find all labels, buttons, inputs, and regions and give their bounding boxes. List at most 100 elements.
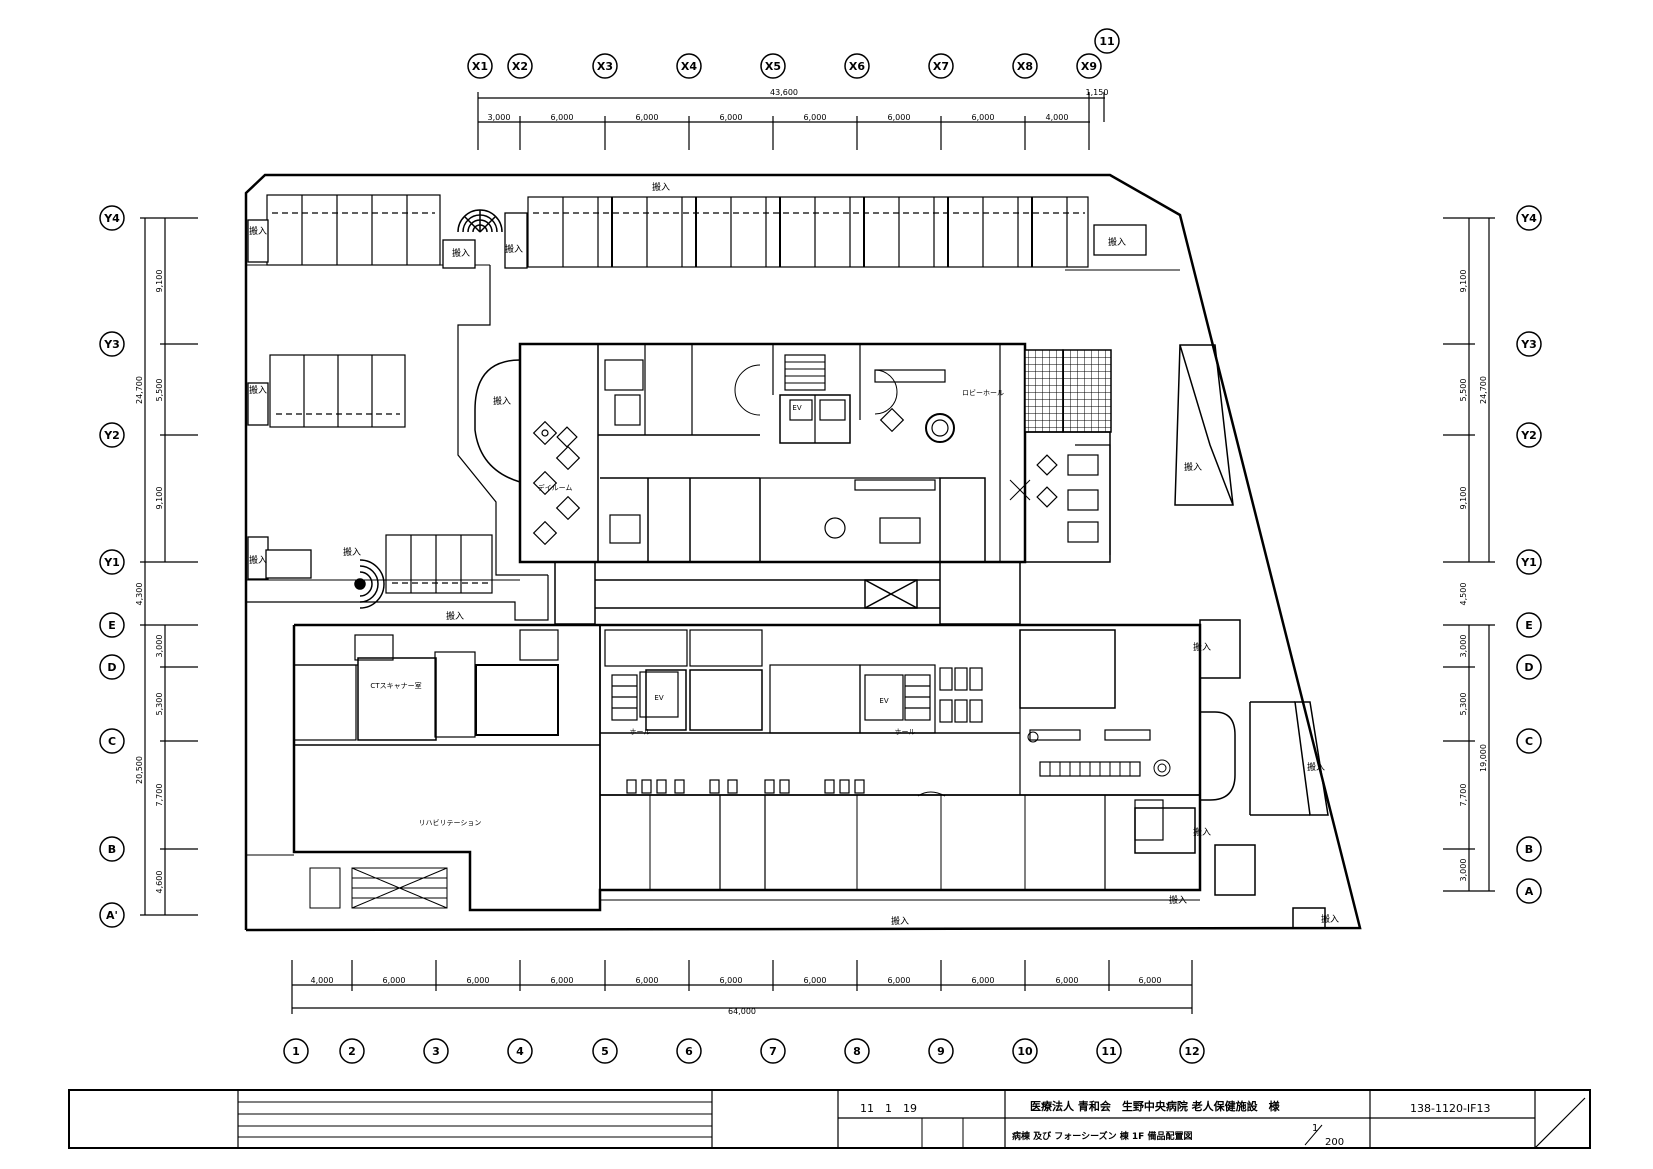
grid-bubble xyxy=(1179,1038,1205,1064)
label-dayroom: デイルーム xyxy=(538,483,573,492)
label-hannyu: 搬入 xyxy=(1193,641,1211,653)
grid-label-d-right: D xyxy=(1524,661,1533,674)
title-client: 医療法人 青和会 生野中央病院 老人保健施設 様 xyxy=(1030,1099,1281,1113)
grid-label-2: 2 xyxy=(348,1045,356,1058)
grid-bubble xyxy=(283,1038,309,1064)
grid-label-6: 6 xyxy=(685,1045,693,1058)
grid-bubble xyxy=(1516,878,1542,904)
grid-label-x1: X1 xyxy=(472,60,488,73)
entrance-canopy xyxy=(1200,711,1236,801)
bench xyxy=(764,779,775,794)
loading-dock xyxy=(504,212,528,269)
grid-label-y4: Y4 xyxy=(103,212,120,225)
grid-bubble xyxy=(99,728,125,754)
grid-label-x7: X7 xyxy=(933,60,949,73)
dim-left-span: 9,100 xyxy=(155,487,164,510)
label-ev: EV xyxy=(654,694,663,702)
label-hannyu: 搬入 xyxy=(1184,461,1202,473)
dim-right-span: 5,300 xyxy=(1459,693,1468,716)
bench xyxy=(824,779,835,794)
stair xyxy=(784,354,826,391)
grid-bubble xyxy=(760,1038,786,1064)
loading-dock xyxy=(442,239,476,269)
grid-label-y2-right: Y2 xyxy=(1520,429,1537,442)
bench xyxy=(674,779,685,794)
dining-table xyxy=(556,426,578,448)
dim-right-span: 3,000 xyxy=(1459,859,1468,882)
label-ev: EV xyxy=(792,404,801,412)
bench xyxy=(727,779,738,794)
bench xyxy=(656,779,667,794)
dim-top-span: 6,000 xyxy=(636,113,659,122)
title-scale-numerator: 1 xyxy=(1312,1123,1318,1134)
grid-bubble xyxy=(99,549,125,575)
north-building xyxy=(474,342,1112,564)
label-hannyu: 搬入 xyxy=(1321,913,1339,925)
grid-label-x3: X3 xyxy=(597,60,613,73)
dim-bottom-span: 6,000 xyxy=(720,976,743,985)
bottom-grid-axis xyxy=(291,960,1193,1014)
table-cluster xyxy=(879,517,921,544)
sofa xyxy=(874,369,946,383)
grid-bubble xyxy=(507,53,533,79)
grid-bubble xyxy=(592,53,618,79)
spiral-stair-north xyxy=(457,209,503,233)
grid-bubble xyxy=(99,422,125,448)
elevator-shaft xyxy=(864,674,904,721)
bench xyxy=(709,779,720,794)
label-hannyu: 搬入 xyxy=(249,384,267,396)
grid-bubble xyxy=(1516,205,1542,231)
grid-bubble xyxy=(676,1038,702,1064)
bath-fixture xyxy=(614,394,641,426)
grid-bubble xyxy=(1516,612,1542,638)
dim-right-span: 5,500 xyxy=(1459,379,1468,402)
bench xyxy=(626,779,637,794)
dining-table xyxy=(555,445,581,471)
dim-right-e: 4,500 xyxy=(1459,583,1468,606)
parking-bays-northeast xyxy=(527,196,1089,268)
bench xyxy=(939,699,953,723)
dim-right-span: 9,100 xyxy=(1459,487,1468,510)
grid-label-10: 10 xyxy=(1017,1045,1033,1058)
bench xyxy=(954,667,968,691)
grid-label-9: 9 xyxy=(937,1045,945,1058)
label-hannyu: 搬入 xyxy=(249,554,267,566)
grid-label-12: 12 xyxy=(1184,1045,1199,1058)
dim-left-span: 5,500 xyxy=(155,379,164,402)
ramp xyxy=(1294,701,1329,816)
elevator-car xyxy=(819,399,846,421)
loading-dock xyxy=(247,219,269,263)
bench xyxy=(839,779,850,794)
dim-bottom-span: 6,000 xyxy=(888,976,911,985)
grid-bubble xyxy=(339,1038,365,1064)
dim-top-span: 6,000 xyxy=(720,113,743,122)
top-grid-bubbles xyxy=(467,28,1120,79)
entrance-annex xyxy=(1199,619,1241,679)
bath-fixture xyxy=(604,359,644,391)
grid-bubble xyxy=(928,1038,954,1064)
dim-top-span: 6,000 xyxy=(551,113,574,122)
site-boundary xyxy=(244,173,1362,932)
dim-right-span: 9,100 xyxy=(1459,270,1468,293)
grid-bubble xyxy=(760,53,786,79)
grid-label-3: 3 xyxy=(432,1045,440,1058)
label-hannyu: 搬入 xyxy=(1307,761,1325,773)
bench xyxy=(854,779,865,794)
grid-bubble xyxy=(423,1038,449,1064)
sofa xyxy=(1067,489,1099,511)
grid-label-8: 8 xyxy=(853,1045,861,1058)
bench xyxy=(969,667,983,691)
loading-dock xyxy=(247,382,269,426)
grid-label-11: 11 xyxy=(1101,1045,1116,1058)
grid-label-y3: Y3 xyxy=(103,338,120,351)
grid-bubble xyxy=(99,836,125,862)
title-drawing-no: 138-1120-IF13 xyxy=(1410,1102,1491,1115)
dim-bottom-span: 6,000 xyxy=(1056,976,1079,985)
grid-label-y4-right: Y4 xyxy=(1520,212,1537,225)
grid-bubble xyxy=(467,53,493,79)
bench xyxy=(779,779,790,794)
ramp xyxy=(1179,344,1234,506)
label-rehab: リハビリテーション xyxy=(419,818,482,827)
label-hall: ホール xyxy=(895,728,916,736)
